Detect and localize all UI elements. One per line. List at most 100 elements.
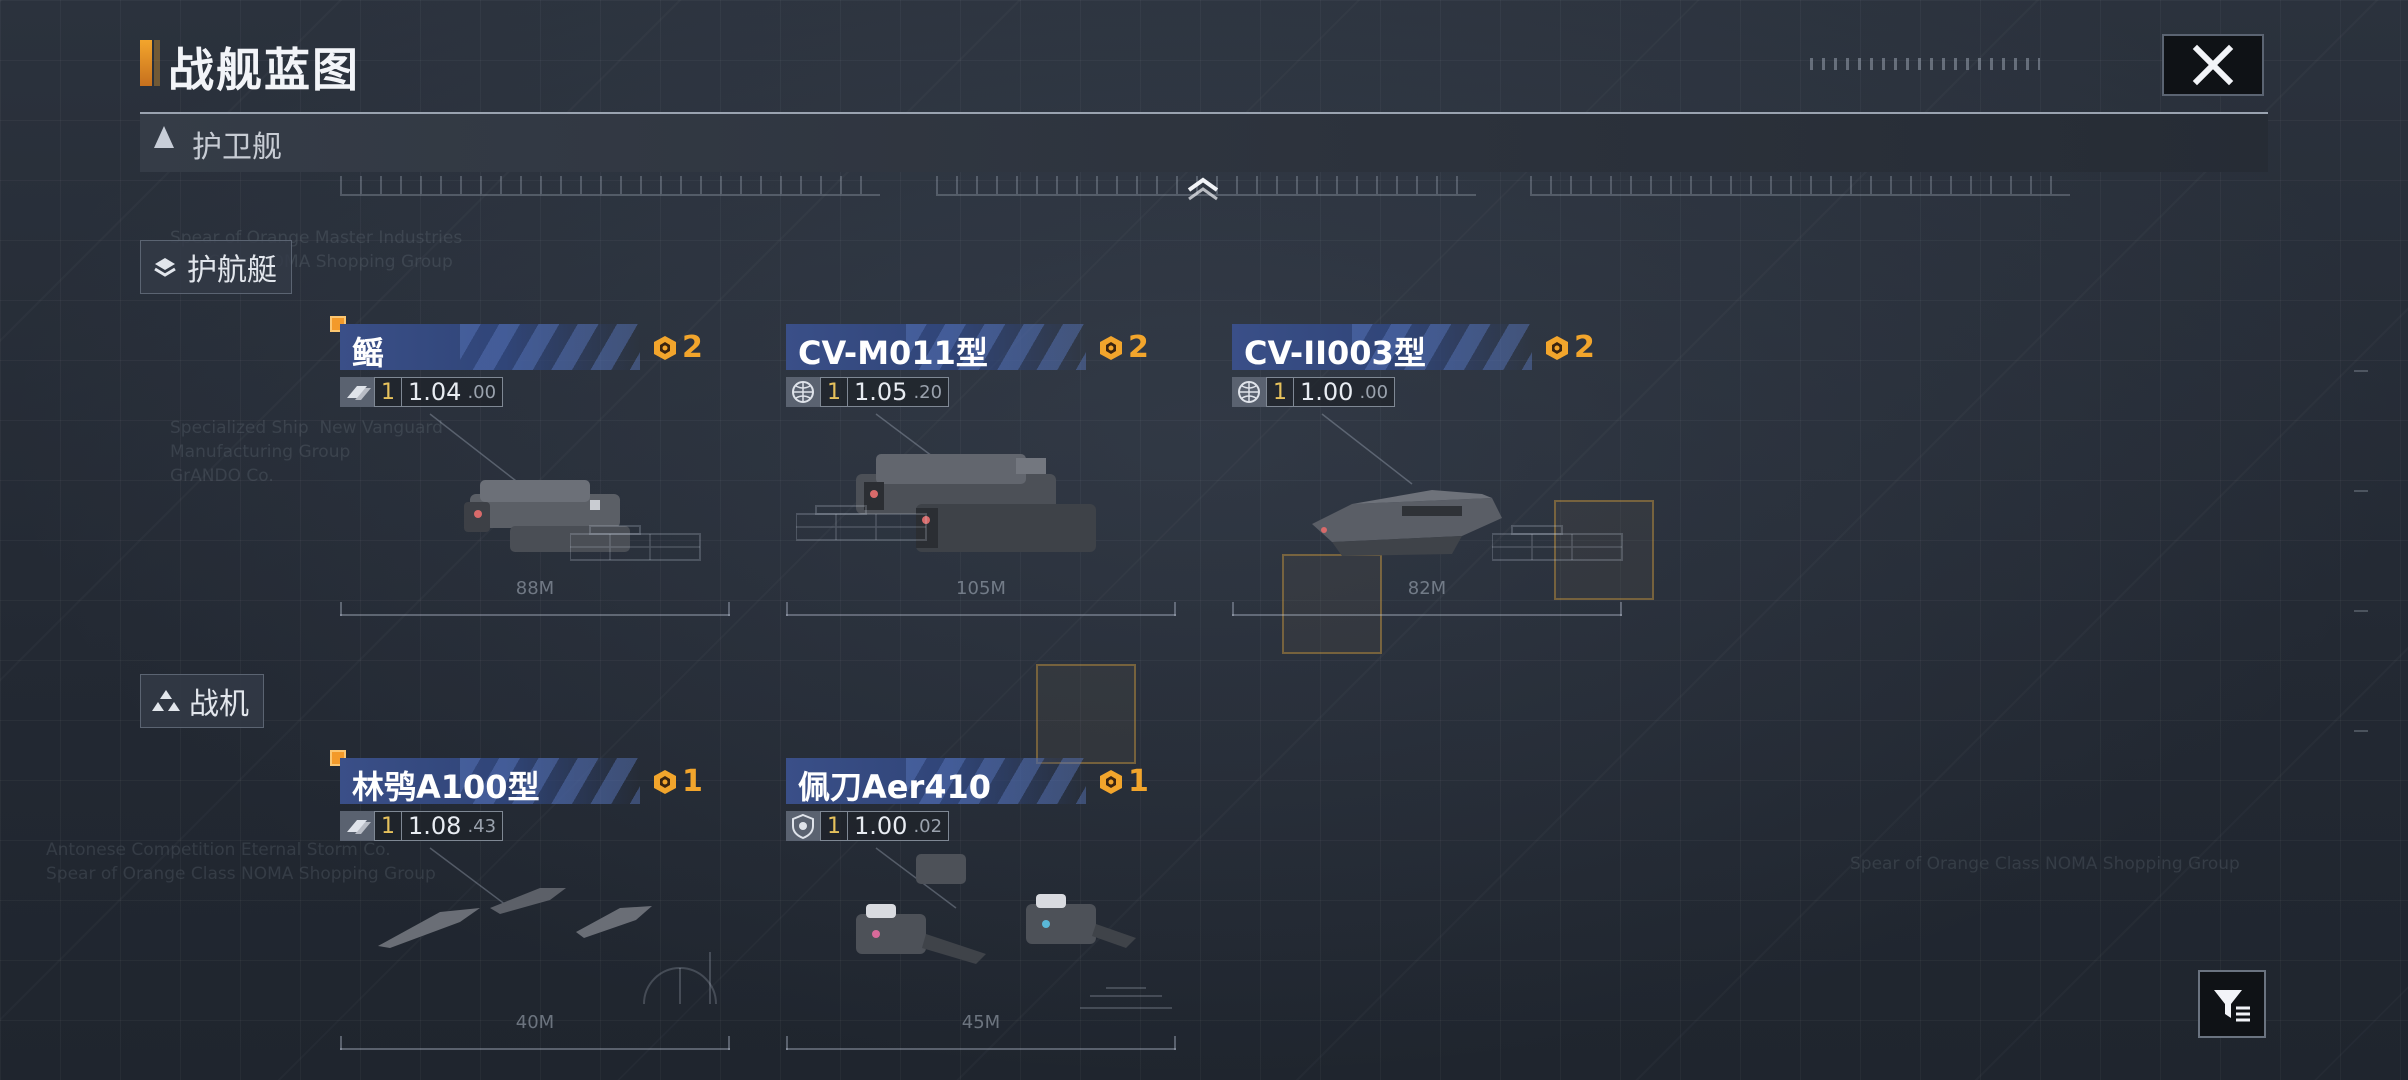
ship-image: [378, 847, 652, 948]
dimension-line: [786, 594, 1176, 616]
ship-level: 1: [821, 378, 848, 406]
ruler-decoration: [936, 176, 1476, 196]
cost-value: 1: [682, 764, 703, 799]
stat-row: 1 1.05 .20: [786, 376, 950, 408]
ship-image: [856, 413, 1096, 552]
header-ticks: [1810, 58, 2040, 70]
cost-icon: [1100, 335, 1122, 360]
side-tick: [2354, 490, 2368, 492]
name-bar-stripes: [906, 324, 1086, 370]
ship-cost: 2: [1544, 330, 1595, 365]
blueprint-decoration: [1080, 987, 1172, 1009]
dimension-line: [340, 594, 730, 616]
stat-box: 1 1.00 .02: [820, 811, 950, 841]
ship-multiplier-decimal: .43: [467, 815, 497, 837]
ship-length: 105M: [956, 578, 1006, 599]
ribbon-icon: [340, 377, 374, 407]
collapse-triangle-icon: [154, 126, 174, 148]
drop-slot[interactable]: [1036, 664, 1136, 764]
ship-card[interactable]: CV-II003型 2 1 1.00 .00 82M: [1232, 324, 1623, 634]
stat-row: 1 1.00 .00: [1232, 376, 1396, 408]
category-text: 战机: [189, 687, 249, 722]
ship-level: 1: [821, 812, 848, 840]
dimension-line: [340, 1028, 730, 1050]
ship-multiplier-decimal: .02: [913, 815, 943, 837]
name-bar: [1232, 324, 1532, 370]
stat-box: 1 1.08 .43: [374, 811, 504, 841]
cost-value: 2: [682, 330, 703, 365]
section-divider: [140, 112, 2268, 114]
ship-cost: 2: [1098, 330, 1149, 365]
ship-image: [856, 847, 1136, 964]
ship-cost: 1: [652, 764, 703, 799]
ruler-decoration: [1530, 176, 2070, 196]
cost-icon: [654, 769, 676, 794]
globe-icon: [1232, 377, 1266, 407]
scroll-up-button[interactable]: [1186, 176, 1220, 206]
ship-name: 佩刀Aer410: [798, 768, 992, 806]
ship-multiplier-decimal: .00: [467, 381, 497, 403]
side-tick: [2354, 370, 2368, 372]
chevron-up-icon: [1187, 177, 1219, 201]
filter-button[interactable]: [2198, 970, 2266, 1038]
name-bar: [786, 324, 1086, 370]
cost-icon: [1546, 335, 1568, 360]
category-text: 护航艇: [187, 253, 277, 288]
ship-card[interactable]: 佩刀Aer410 1 1 1.00 .02 45M: [786, 758, 1176, 1068]
section-label: 护卫舰: [192, 130, 282, 165]
name-bar-stripes: [460, 758, 640, 804]
cost-value: 2: [1574, 330, 1595, 365]
blueprint-decoration: [570, 525, 701, 561]
ship-multiplier-decimal: .20: [913, 381, 943, 403]
dimension-line: [786, 1028, 1176, 1050]
ruler-decoration: [340, 176, 880, 196]
ship-image: [1312, 413, 1502, 556]
stat-row: 1 1.00 .02: [786, 810, 950, 842]
cost-icon: [654, 335, 676, 360]
bg-watermark-text: Spear of Orange Class NOMA Shopping Grou…: [1850, 854, 2240, 874]
side-tick: [2354, 730, 2368, 732]
ship-multiplier: 1.04: [408, 378, 462, 406]
name-bar-stripes: [460, 324, 640, 370]
ship-name: 鳐: [352, 334, 385, 372]
stat-row: 1 1.04 .00: [340, 376, 504, 408]
close-button[interactable]: [2162, 34, 2264, 96]
ship-name: CV-II003型: [1244, 334, 1426, 372]
bg-watermark-text: Antonese Competition Eternal Storm Co.Sp…: [46, 840, 436, 884]
ship-multiplier-decimal: .00: [1359, 381, 1389, 403]
close-icon: [2192, 44, 2234, 86]
ship-card[interactable]: CV-M011型 2 1 1.05 .20 105M: [786, 324, 1176, 634]
ship-name: 林鸮A100型: [352, 768, 540, 806]
stat-box: 1 1.05 .20: [820, 377, 950, 407]
drop-slot[interactable]: [1554, 500, 1654, 600]
globe-icon: [786, 377, 820, 407]
section-header-frigate[interactable]: 护卫舰: [140, 114, 2268, 172]
stat-box: 1 1.04 .00: [374, 377, 504, 407]
ship-length: 82M: [1407, 578, 1447, 599]
ship-card[interactable]: 林鸮A100型 1 1 1.08 .43 40M: [340, 758, 730, 1068]
side-tick: [2354, 610, 2368, 612]
drop-slot[interactable]: [1282, 554, 1382, 654]
category-label-escort: 护航艇: [140, 240, 292, 294]
ship-level: 1: [1267, 378, 1294, 406]
ship-multiplier: 1.00: [1300, 378, 1354, 406]
cost-value: 1: [1128, 764, 1149, 799]
ship-name: CV-M011型: [798, 334, 988, 372]
layers-icon: [154, 258, 176, 277]
ship-cost: 2: [652, 330, 703, 365]
page-title: 战舰蓝图: [168, 43, 360, 97]
ship-image: [429, 413, 630, 552]
cost-value: 2: [1128, 330, 1149, 365]
ship-multiplier: 1.00: [854, 812, 908, 840]
ribbon-icon: [340, 811, 374, 841]
cost-icon: [1100, 769, 1122, 794]
ship-multiplier: 1.05: [854, 378, 908, 406]
ship-multiplier: 1.08: [408, 812, 462, 840]
name-bar: [340, 324, 640, 370]
stat-row: 1 1.08 .43: [340, 810, 504, 842]
filter-icon: [2214, 990, 2250, 1022]
squadron-icon: [152, 690, 180, 711]
ship-length: 88M: [515, 578, 555, 599]
ship-card[interactable]: 鳐 2 1 1.04 .00 88M: [340, 324, 730, 634]
